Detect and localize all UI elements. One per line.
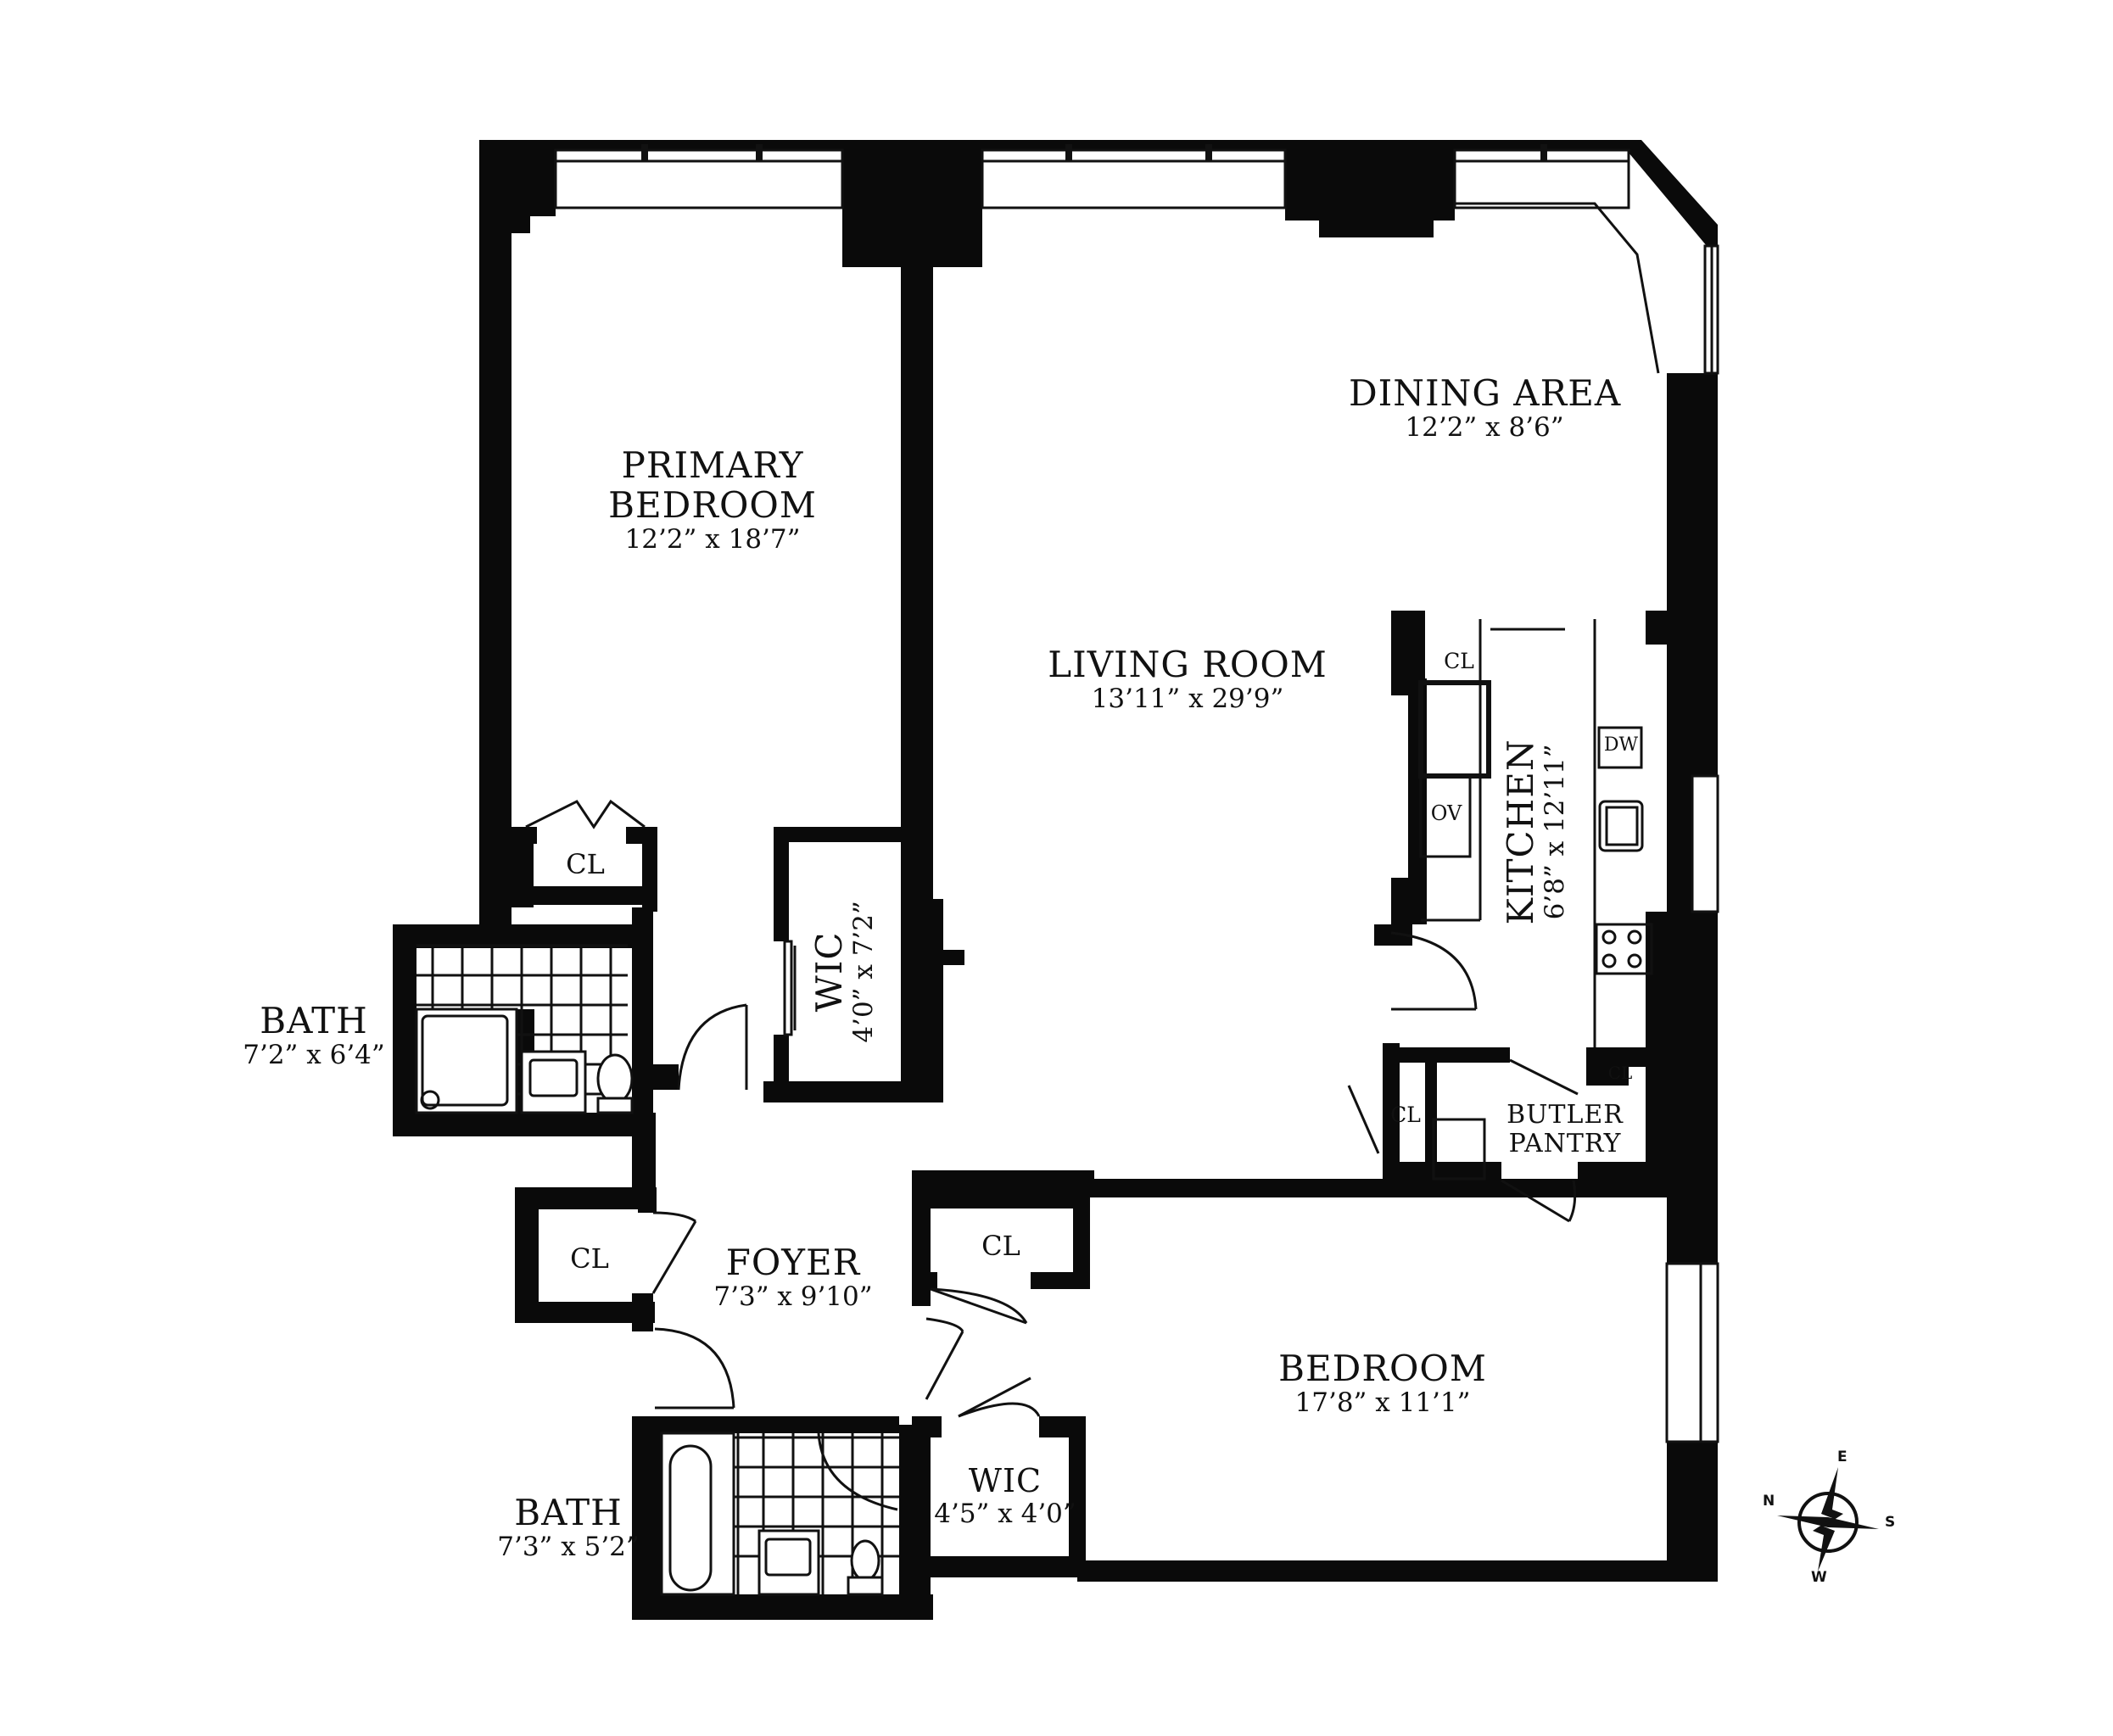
room-label-foyer: FOYER 7’3” x 9’10” [713,1242,873,1313]
room-label-wic-1: WIC 4’0” x 7’2” [808,901,880,1043]
bath-2-fixtures [660,1432,899,1596]
closet-label: CL [981,1230,1020,1262]
room-label-bath-2: BATH 7’3” x 5’2” [497,1492,640,1563]
compass-west-label: W [1811,1569,1827,1586]
compass-rose-icon [1777,1467,1879,1571]
compass-north-label: N [1763,1493,1775,1510]
room-label-living-room: LIVING ROOM 13’11” x 29’9” [1048,644,1328,715]
compass-south-label: S [1885,1514,1896,1531]
window-mullions [641,144,1547,161]
room-label-kitchen: KITCHEN 6’8” x 12’11” [1500,739,1571,925]
door-swings [525,799,1579,1418]
oven-label: OV [1430,801,1462,825]
closet-label: CL [570,1242,609,1275]
kitchen-fixtures [1390,619,1653,1047]
room-label-bedroom: BEDROOM 17’8” x 11’1” [1278,1348,1487,1419]
cooktop [1595,923,1653,975]
closet-label: CL [1390,1102,1421,1127]
room-label-primary-bedroom: PRIMARY BEDROOM 12’2” x 18’7” [608,444,817,555]
closet-label: CL [1607,1063,1633,1083]
room-label-dining-area: DINING AREA 12’2” x 8’6” [1349,372,1622,444]
windows [554,148,1719,1443]
walls [393,140,1718,1620]
closet-label: CL [566,848,605,880]
dishwasher-label: DW [1603,734,1639,756]
room-label-wic-2: WIC 4’5” x 4’0” [934,1462,1076,1529]
room-label-bath-1: BATH 7’2” x 6’4” [243,1000,385,1071]
room-label-butler-pantry: BUTLER PANTRY [1506,1100,1624,1158]
wall-lines [556,159,1713,1442]
kitchen-sink [1598,800,1644,852]
bath-1-fixtures [415,944,748,1114]
dishwasher-box [1597,726,1643,769]
closet-label: CL [1444,649,1474,673]
compass-east-label: E [1837,1449,1847,1465]
